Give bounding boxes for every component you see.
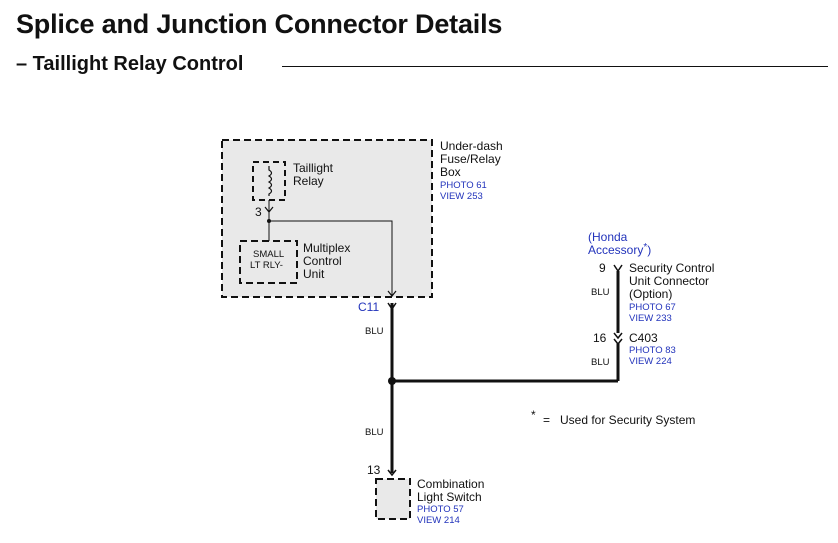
switch-pin-mark xyxy=(387,469,397,477)
honda-close-paren: ) xyxy=(647,243,651,257)
relay-label-1: Taillight xyxy=(293,161,334,175)
c403-connector-mark xyxy=(613,332,623,346)
note-equals: = xyxy=(543,413,550,427)
subtitle-rule xyxy=(282,66,828,67)
c11-internal-arrow xyxy=(387,290,397,297)
fuse-box-outline xyxy=(221,139,433,298)
relay-coil-icon xyxy=(267,166,273,196)
switch-label-1: Combination xyxy=(417,477,484,491)
c11-label: C11 xyxy=(358,300,379,314)
note-star: * xyxy=(531,408,536,422)
fuse-box-label-2: Fuse/Relay xyxy=(440,152,501,166)
honda-star: * xyxy=(643,242,647,253)
multiplex-label-3: Unit xyxy=(303,267,325,281)
security-pin-mark xyxy=(613,264,623,273)
security-label-2: Unit Connector xyxy=(629,274,709,288)
main-splice-dot xyxy=(388,377,396,385)
honda-label-1: (Honda xyxy=(588,230,628,244)
c403-label: C403 xyxy=(629,331,658,345)
honda-accessory-text: Accessory xyxy=(588,243,643,257)
security-label-1: Security Control xyxy=(629,261,714,275)
multiplex-box xyxy=(239,240,298,284)
switch-pin-number: 13 xyxy=(367,463,381,477)
page-subtitle: – Taillight Relay Control xyxy=(16,53,244,75)
wire-label-upper-left: BLU xyxy=(365,326,384,337)
fuse-box-label-1: Under-dash xyxy=(440,139,503,153)
wire-label-right-lower: BLU xyxy=(591,357,610,368)
c403-photo: PHOTO 83 xyxy=(629,345,676,356)
relay-label-2: Relay xyxy=(293,174,324,188)
multiplex-label-1: Multiplex xyxy=(303,241,350,255)
wire-label-lower-left: BLU xyxy=(365,427,384,438)
security-pin-number: 9 xyxy=(599,261,606,275)
internal-wire xyxy=(268,216,393,296)
multiplex-inner-1: SMALL xyxy=(253,249,284,260)
note-text: Used for Security System xyxy=(560,413,695,427)
security-photo: PHOTO 67 xyxy=(629,302,676,313)
fuse-box-photo: PHOTO 61 xyxy=(440,180,487,191)
wire-label-right-upper: BLU xyxy=(591,287,610,298)
switch-label-2: Light Switch xyxy=(417,490,482,504)
switch-box xyxy=(375,478,411,520)
fuse-box-view: VIEW 253 xyxy=(440,191,483,202)
switch-view: VIEW 214 xyxy=(417,515,460,526)
fuse-box-label-3: Box xyxy=(440,165,461,179)
security-view: VIEW 233 xyxy=(629,313,672,324)
page-title: Splice and Junction Connector Details xyxy=(16,9,503,39)
c403-pin-number: 16 xyxy=(593,331,607,345)
security-label-3: (Option) xyxy=(629,287,672,301)
multiplex-label-2: Control xyxy=(303,254,342,268)
relay-pin-number: 3 xyxy=(255,205,262,219)
switch-photo: PHOTO 57 xyxy=(417,504,464,515)
multiplex-inner-2: LT RLY- xyxy=(250,260,283,271)
honda-label-2: Accessory*) xyxy=(588,242,651,257)
c403-view: VIEW 224 xyxy=(629,356,672,367)
